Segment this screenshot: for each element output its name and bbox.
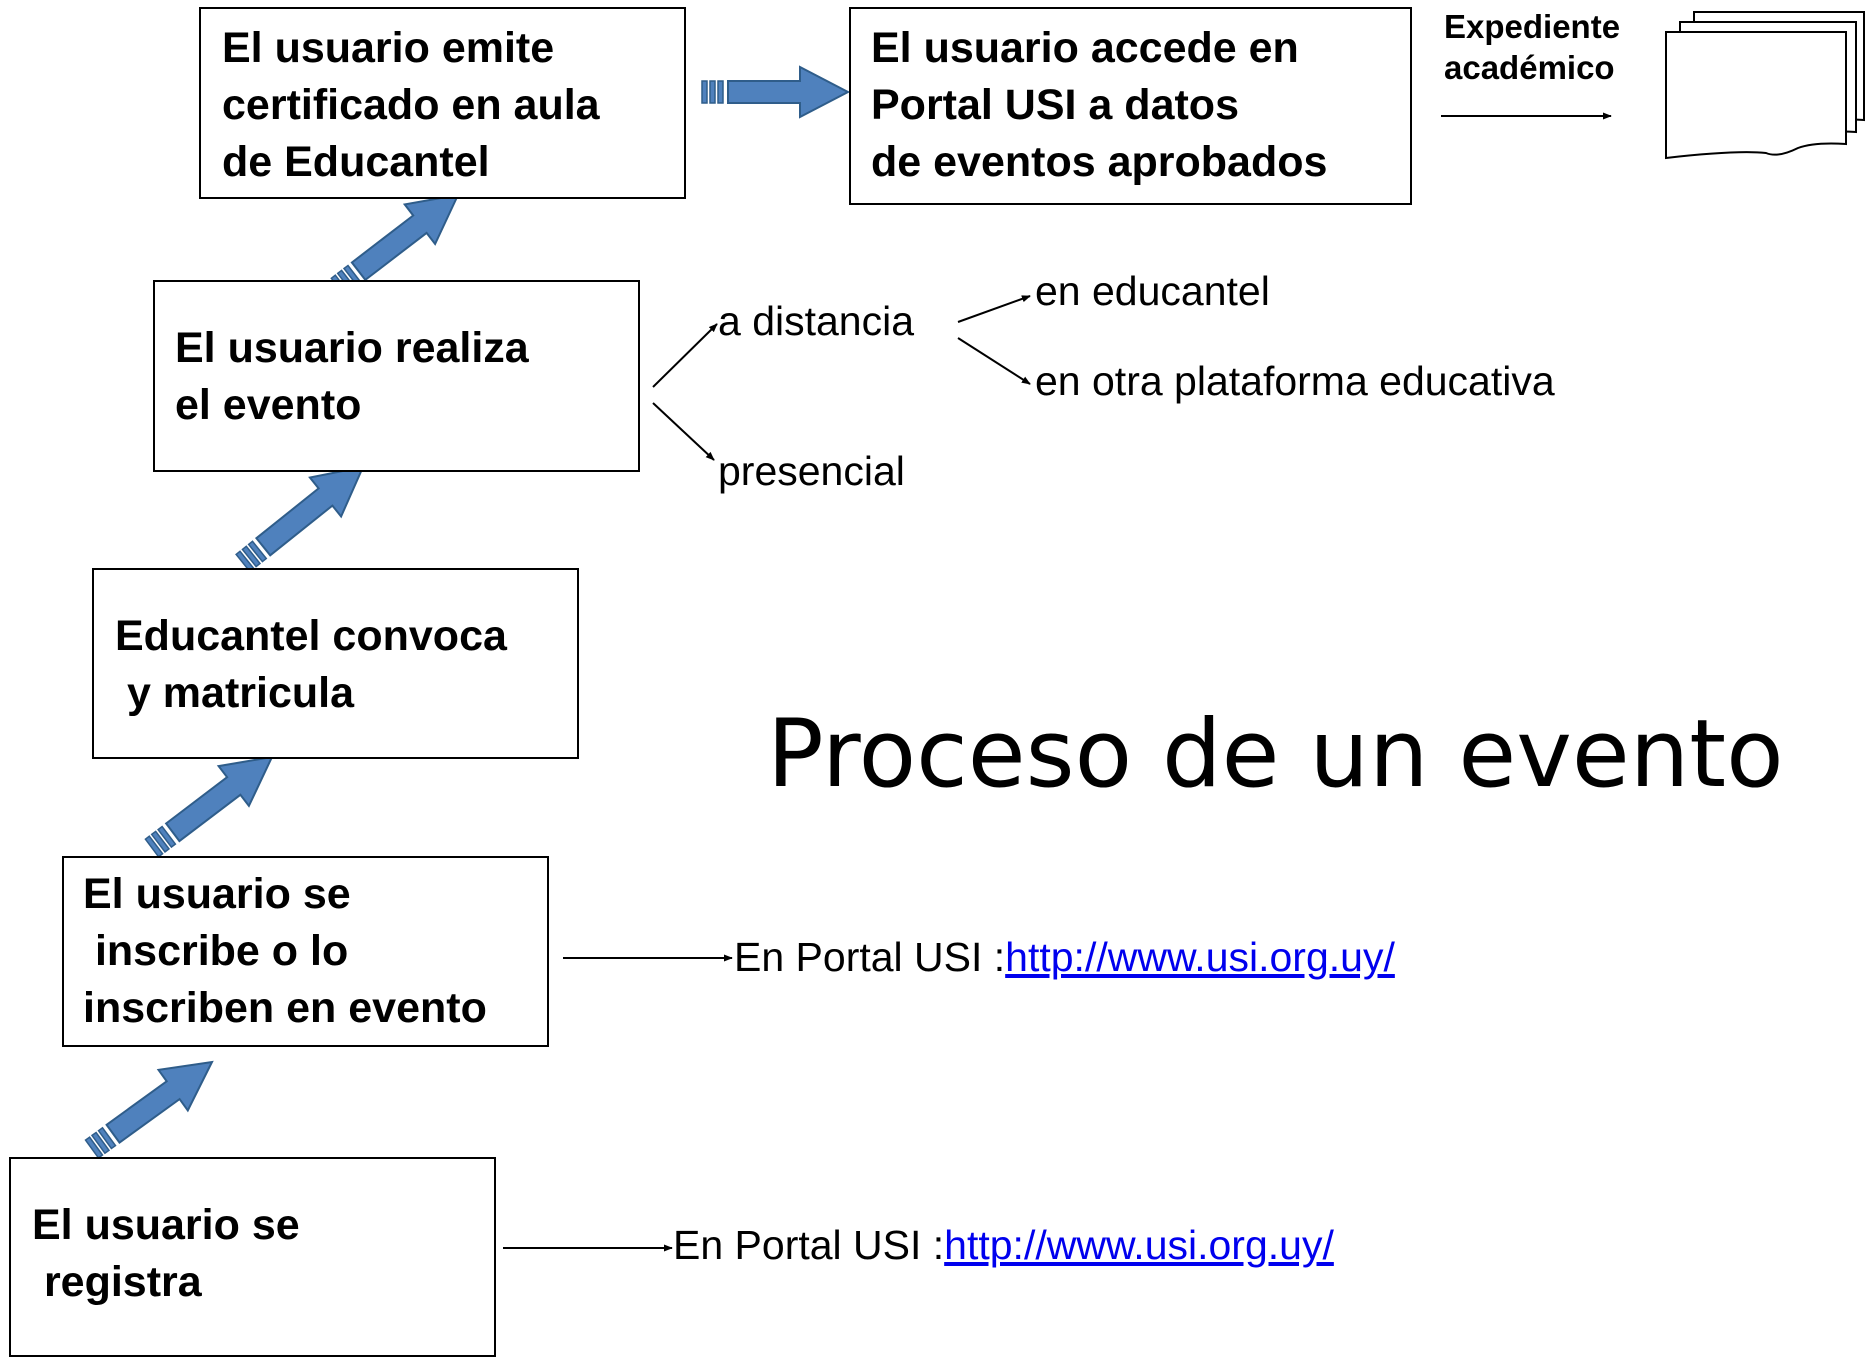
label-a-distancia: a distancia — [718, 298, 915, 344]
step-realiza-box — [153, 280, 640, 472]
portal-ref-registra: En Portal USI :http://www.usi.org.uy/ — [673, 1222, 1334, 1269]
label-en-educantel: en educantel — [1035, 268, 1270, 314]
step-registra-box — [9, 1157, 496, 1357]
branch-arrow-otra-plataforma — [957, 337, 1031, 385]
label-presencial: presencial — [718, 448, 905, 494]
arrow-inscribe-to-convoca — [144, 755, 274, 858]
arrow-convoca-to-realiza — [235, 465, 365, 573]
portal-ref-inscribe: En Portal USI :http://www.usi.org.uy/ — [734, 934, 1395, 981]
document-stack-icon — [1665, 11, 1865, 160]
step-accede-box — [849, 7, 1412, 205]
step-inscribe-box — [62, 856, 549, 1047]
step-inscribe-text: El usuario se inscribe o lo inscriben en… — [83, 870, 487, 1032]
page-title: Proceso de un evento — [767, 700, 1784, 809]
step-emite-box — [199, 7, 686, 199]
step-convoca-box — [92, 568, 579, 759]
step-registra-text: El usuario se registra — [32, 1201, 300, 1306]
portal-link[interactable]: http://www.usi.org.uy/ — [944, 1222, 1334, 1268]
branch-arrow-distancia — [652, 323, 718, 388]
portal-link[interactable]: http://www.usi.org.uy/ — [1005, 934, 1395, 980]
portal-prefix: En Portal USI : — [734, 934, 1006, 980]
step-convoca-text: Educantel convoca y matricula — [115, 612, 507, 717]
arrow-registra-to-inscribe — [84, 1060, 214, 1159]
step-emite-text: El usuario emite certificado en aula de … — [222, 24, 600, 186]
portal-prefix: En Portal USI : — [673, 1222, 945, 1268]
arrow-emite-to-accede — [701, 65, 851, 119]
expediente-label: Expediente académico — [1444, 8, 1621, 86]
step-realiza-text: El usuario realiza el evento — [175, 324, 529, 429]
label-otra-plataforma: en otra plataforma educativa — [1035, 358, 1555, 404]
branch-arrow-educantel — [957, 295, 1031, 323]
step-accede-text: El usuario accede en Portal USI a datos … — [871, 24, 1328, 186]
branch-arrow-presencial — [652, 402, 715, 461]
